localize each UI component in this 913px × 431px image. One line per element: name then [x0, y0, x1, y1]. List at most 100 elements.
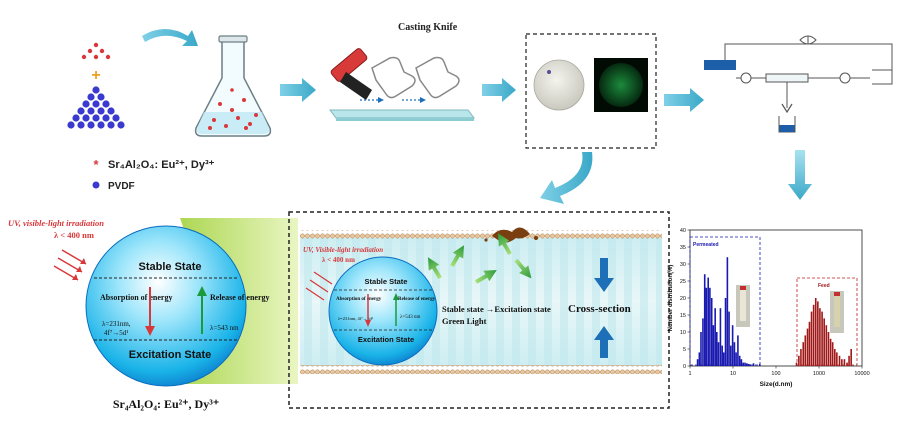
sphere-caption: Sr₄Al₂O₄: Eu²⁺, Dy³⁺	[113, 397, 219, 411]
permeate-beaker-icon	[778, 116, 796, 133]
permeated-bar	[709, 287, 711, 366]
feed-bar	[827, 332, 830, 366]
permeated-bar	[721, 345, 723, 366]
permeated-bar	[740, 359, 743, 366]
energy-sphere-icon	[85, 225, 247, 387]
arrow-down-icon	[788, 150, 812, 200]
absorption-transition: 4f⁷→5d¹	[104, 329, 128, 337]
feed-bar	[834, 349, 836, 366]
casting-scene: Casting Knife	[329, 22, 475, 121]
membrane-top-surface-icon	[300, 230, 662, 239]
feed-bar	[808, 321, 811, 366]
membrane-wavelength-text: λ < 400 nm	[322, 256, 355, 264]
permeated-bar	[744, 362, 746, 366]
y-tick-label: 40	[680, 228, 686, 234]
permeated-bar	[737, 335, 739, 366]
flask-icon	[194, 35, 272, 137]
feed-bar	[802, 342, 805, 366]
feed-bar	[823, 318, 825, 366]
dopant-marker-icon: *	[93, 157, 99, 172]
feed-bar	[812, 304, 815, 366]
legend-polymer: PVDF	[108, 181, 135, 192]
particle-pile-icon: +	[67, 42, 125, 129]
y-tick-label: 10	[680, 330, 686, 336]
permeated-bar	[710, 298, 713, 366]
inner-absorption-detail: λ=231nm, 4f⁷→5d¹	[338, 316, 374, 322]
permeated-bar	[752, 363, 755, 366]
permeated-box	[689, 236, 761, 366]
absorption-label: Absorption of energy	[100, 293, 172, 302]
permeated-bar	[738, 355, 741, 366]
x-tick-label: 1	[688, 371, 691, 377]
polymer-dots-icon	[67, 86, 125, 129]
excitation-state-label: Excitation State	[129, 349, 212, 361]
feed-bar	[814, 298, 817, 366]
feed-bar	[800, 349, 802, 366]
permeated-bar	[716, 332, 718, 366]
permeated-bar	[728, 311, 730, 366]
inner-stable-state-label: Stable State	[365, 277, 408, 286]
permeated-bar	[722, 352, 725, 366]
y-tick-label: 35	[680, 245, 686, 251]
inner-excitation-state-label: Excitation State	[358, 335, 414, 344]
feed-bar	[819, 308, 821, 366]
feed-bar	[804, 335, 807, 366]
y-tick-label: 20	[680, 296, 686, 302]
feed-bar	[825, 325, 828, 366]
cross-section-arrows-icon	[594, 258, 614, 358]
permeated-bar	[742, 362, 745, 366]
feed-bar	[798, 355, 800, 366]
y-tick-label: 15	[680, 313, 686, 319]
arrow-right-icon	[664, 88, 704, 112]
feed-bar	[831, 342, 834, 366]
inner-energy-sphere-icon	[328, 256, 438, 366]
wavelength-text: λ < 400 nm	[54, 230, 94, 240]
y-tick-label: 25	[680, 279, 686, 285]
permeated-bar	[719, 308, 722, 366]
cross-section-label: Cross-section	[568, 303, 631, 315]
permeated-bar	[712, 325, 715, 366]
membrane-photo-panel	[525, 33, 657, 149]
permeated-legend: Permeated	[693, 242, 719, 248]
feed-tank-icon	[704, 60, 736, 70]
permeated-bar	[696, 359, 699, 366]
absorption-arrow-icon	[145, 287, 155, 336]
inner-release-detail: λ=543 nm	[400, 315, 420, 320]
feed-bar	[806, 328, 809, 366]
polymer-marker-icon	[92, 181, 100, 189]
arrow-right-icon	[482, 78, 516, 102]
x-tick-label: 10000	[854, 371, 869, 377]
transition-text: Stable state →Excitation state	[442, 304, 551, 314]
feed-bar	[838, 355, 841, 366]
green-light-text: Green Light	[442, 316, 487, 326]
dopant-dots-icon	[81, 42, 111, 60]
chart-ylabel: Number distribution(%)	[668, 265, 674, 332]
curved-arrow-icon	[540, 152, 593, 204]
permeated-bar	[735, 352, 737, 366]
inner-absorption-arrow-icon	[365, 294, 371, 327]
x-tick-label: 1000	[813, 371, 825, 377]
y-tick-label: 30	[680, 262, 686, 268]
feed-bar	[843, 359, 846, 366]
feed-bar	[846, 362, 848, 366]
curved-arrow-icon	[142, 29, 198, 46]
feed-bar	[850, 349, 852, 366]
permeated-bar	[698, 352, 701, 366]
feed-legend: Feed	[818, 283, 830, 289]
inner-absorption-label: Absorption of energy	[336, 297, 382, 302]
permeated-bar	[703, 274, 706, 366]
permeated-bar	[731, 325, 734, 366]
release-detail: λ=543 nm	[210, 324, 239, 332]
permeated-bar	[717, 342, 720, 366]
irradiation-arrows-icon	[53, 249, 87, 281]
feed-bar	[841, 359, 843, 366]
left-irradiation-label: UV, visible-light irradiation λ < 400 nm	[8, 218, 104, 240]
membrane-photo-icon	[533, 59, 585, 111]
arrow-right-icon	[280, 78, 316, 102]
absorption-detail: λ=231nm,	[102, 320, 131, 328]
feed-bar	[810, 311, 813, 366]
glass-plate-icon	[329, 109, 475, 119]
vial-photo-icon	[830, 291, 844, 333]
x-tick-label: 10	[730, 371, 736, 377]
